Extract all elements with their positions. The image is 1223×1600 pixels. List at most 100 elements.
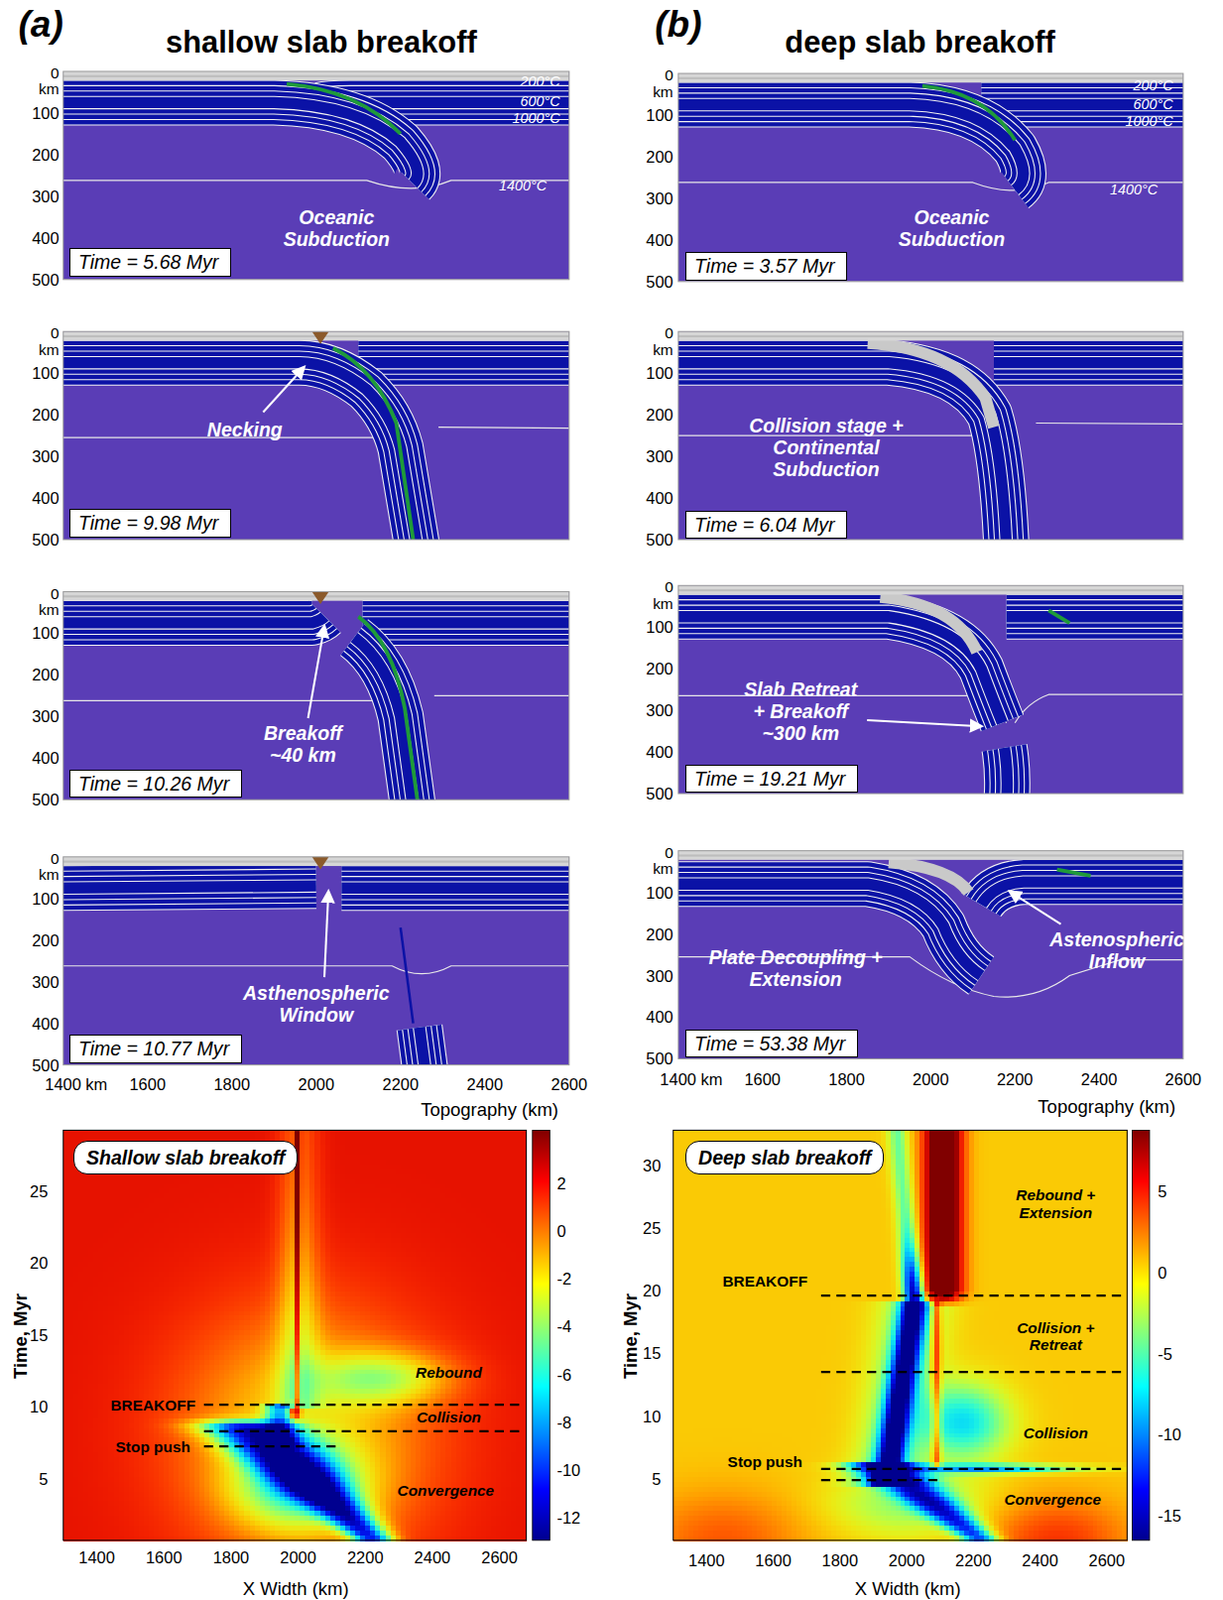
panel-annotation: 600°C <box>519 93 560 110</box>
figure-label: 200 <box>31 665 59 684</box>
figure-label: 100 <box>645 364 673 382</box>
figure-label: 30 <box>642 1156 661 1175</box>
figure-label: 2400 <box>1021 1551 1059 1570</box>
figure-label: 0 <box>664 66 674 84</box>
figure-label: 400 <box>31 489 59 507</box>
figure-label: 0 <box>1157 1263 1167 1282</box>
figure-label: Stop push <box>116 1439 191 1457</box>
figure-label: 300 <box>645 447 673 466</box>
stage-line <box>821 1294 1128 1297</box>
figure-label: Convergence <box>397 1482 495 1500</box>
figure-label: X Width (km) <box>855 1579 962 1600</box>
figure-label: 100 <box>31 623 59 642</box>
figure-label: 1800 <box>213 1075 250 1094</box>
figure-label: 1800 <box>822 1551 859 1570</box>
panel-title-box: Shallow slab breakoff <box>73 1140 298 1175</box>
figure-label: 2600 <box>481 1548 518 1567</box>
time-stamp: Time = 19.21 Myr <box>694 767 846 790</box>
figure-label: 2200 <box>382 1075 420 1094</box>
figure-label: 0 <box>50 850 60 867</box>
model-panel <box>63 331 570 540</box>
leader-arrow <box>262 366 304 412</box>
model-panel <box>678 585 1184 794</box>
figure-label: 500 <box>645 530 673 549</box>
figure-label: 1600 <box>754 1551 792 1570</box>
figure-label: 100 <box>31 889 59 908</box>
figure-label: -6 <box>556 1364 572 1383</box>
time-stamp: Time = 6.04 Myr <box>694 513 835 536</box>
heat-map <box>63 1129 528 1541</box>
leader-arrow <box>1009 891 1061 925</box>
figure-label: 300 <box>31 972 59 990</box>
model-panel <box>678 73 1184 282</box>
time-stamp: Time = 53.38 Myr <box>694 1032 846 1055</box>
figure-label: 2000 <box>888 1551 926 1570</box>
figure-label: 20 <box>642 1281 661 1300</box>
panel-annotation: Plate Decoupling + Extension <box>706 947 885 991</box>
panel-title: Shallow slab breakoff <box>86 1146 285 1169</box>
figure-label: (b) <box>654 3 702 45</box>
figure-label: -4 <box>556 1317 572 1336</box>
figure-label: 500 <box>645 1049 673 1068</box>
panel-annotation: 1000°C <box>511 110 560 126</box>
figure-label: 2600 <box>1165 1070 1203 1089</box>
panel-title-box: Deep slab breakoff <box>685 1140 884 1175</box>
panel-annotation: Oceanic Subduction <box>264 208 408 252</box>
time-box: Time = 53.38 Myr <box>685 1029 858 1058</box>
figure-label: 2 <box>556 1174 566 1193</box>
panel-title: Deep slab breakoff <box>698 1146 871 1169</box>
figure-label: km <box>652 341 674 359</box>
model-panel <box>63 71 570 280</box>
figure-label: 10 <box>29 1397 48 1416</box>
figure-label: km <box>652 83 674 101</box>
figure-label: 2400 <box>467 1075 504 1094</box>
figure-label: 100 <box>645 882 673 901</box>
figure-label: 10 <box>642 1406 661 1425</box>
figure-label: Collision <box>416 1409 482 1427</box>
color-bar <box>1131 1129 1149 1540</box>
figure-label: km <box>38 601 60 618</box>
panel-annotation: 1400°C <box>1109 181 1158 198</box>
figure-label: 2400 <box>414 1548 452 1567</box>
stage-line <box>204 1430 526 1433</box>
figure-label: 15 <box>642 1344 661 1362</box>
figure-label: 2200 <box>955 1551 992 1570</box>
time-box: Time = 3.57 Myr <box>685 251 848 280</box>
figure-label: BREAKOFF <box>110 1396 196 1414</box>
figure-label: 200 <box>645 147 673 166</box>
time-stamp: Time = 5.68 Myr <box>78 250 219 273</box>
panel-annotation: Oceanic Subduction <box>879 208 1023 252</box>
figure-label: 5 <box>38 1468 48 1487</box>
time-box: Time = 6.04 Myr <box>685 510 848 539</box>
figure-label: 25 <box>642 1219 661 1237</box>
figure-label: 15 <box>29 1325 48 1344</box>
figure-label: km <box>38 81 60 99</box>
figure-label: 200 <box>645 924 673 943</box>
panel-annotation: 1000°C <box>1125 113 1174 129</box>
panel-annotation: Astenospheric Inflow <box>1040 930 1194 975</box>
figure-label: (a) <box>18 3 64 45</box>
figure-label: -15 <box>1157 1506 1182 1525</box>
figure-label: km <box>38 866 60 884</box>
figure-label: 25 <box>29 1181 48 1200</box>
figure-label: 200 <box>31 405 59 424</box>
figure-label: 0 <box>556 1222 566 1240</box>
figure-label: 2600 <box>1089 1551 1126 1570</box>
figure-label: Time, Myr <box>619 1293 641 1379</box>
time-stamp: Time = 10.26 Myr <box>78 772 230 795</box>
figure-label: 400 <box>31 1013 59 1032</box>
figure-label: 1400 <box>688 1551 726 1570</box>
figure-label: 1800 <box>828 1070 865 1089</box>
figure-label: 2200 <box>347 1548 384 1567</box>
panel-annotation: 200°C <box>1132 77 1173 94</box>
figure-label: 400 <box>645 231 673 249</box>
figure-label: km <box>652 595 674 612</box>
figure-label: 0 <box>50 585 60 603</box>
stage-line <box>204 1403 526 1406</box>
stage-line <box>821 1370 1128 1373</box>
figure-label: 500 <box>645 272 673 291</box>
figure-label: 400 <box>645 1007 673 1026</box>
figure-label: 300 <box>645 966 673 984</box>
